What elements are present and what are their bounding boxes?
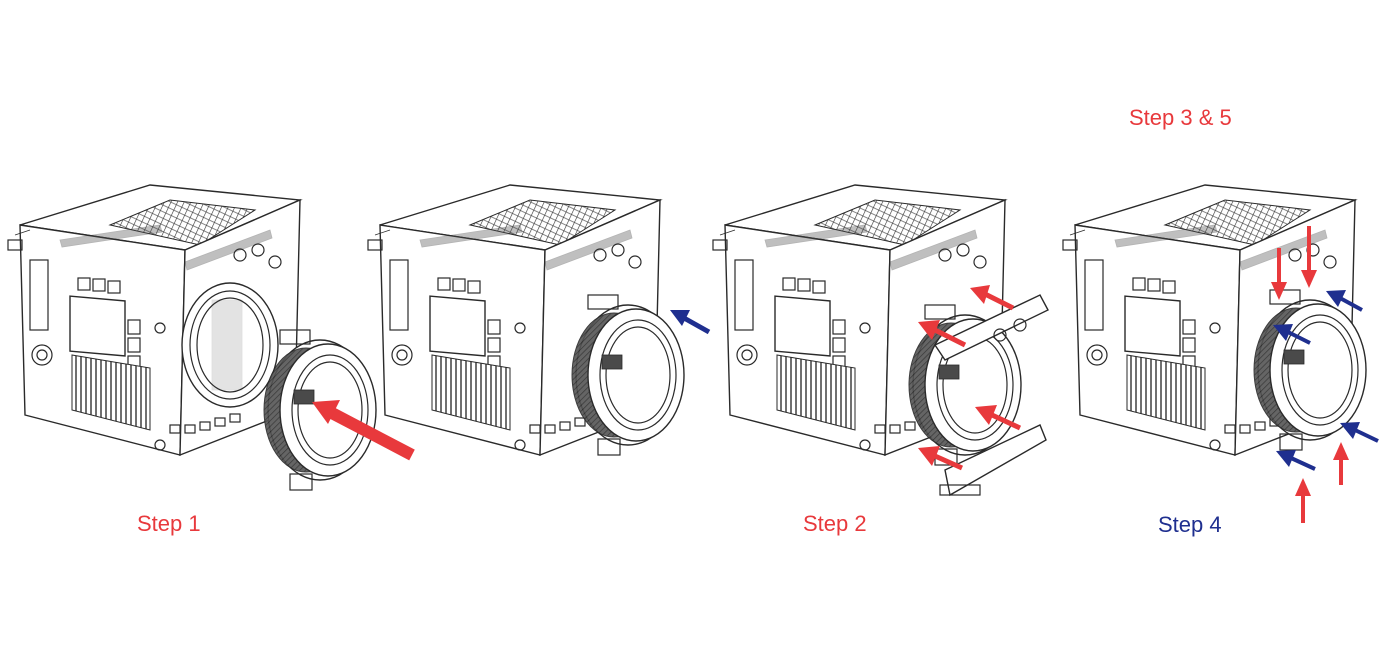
step-1-label: Step 1	[137, 511, 201, 536]
camera-step2	[712, 184, 1022, 466]
camera-step3-5	[1062, 184, 1367, 456]
camera-step1b	[367, 184, 685, 456]
step-2-label: Step 2	[803, 511, 867, 536]
blue-arrow-step1b	[670, 310, 711, 335]
blue-arrows-step4	[1273, 290, 1379, 471]
red-arrows-step2	[918, 285, 1022, 471]
camera-step1	[7, 184, 301, 456]
step-4-label: Step 4	[1158, 512, 1222, 537]
red-arrow-step1	[312, 400, 415, 461]
red-arrows-step3-5	[1271, 226, 1349, 523]
step-3-5-label: Step 3 & 5	[1129, 105, 1232, 130]
